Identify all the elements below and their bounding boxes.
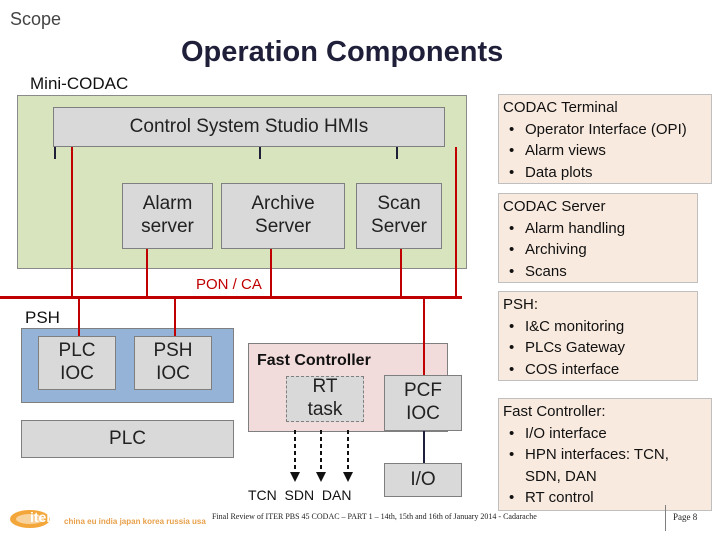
io-label: I/O <box>410 468 436 490</box>
note-item: Archiving <box>503 239 697 261</box>
mini-codac-label: Mini-CODAC <box>30 74 129 93</box>
codac-server-note: CODAC Server Alarm handling Archiving Sc… <box>498 193 698 283</box>
page-title: Operation Components <box>181 36 504 68</box>
codac-terminal-title: CODAC Terminal <box>503 99 618 116</box>
pcf-io-link <box>423 431 425 463</box>
hmi-link-middle <box>259 147 261 159</box>
plc-ioc-drop <box>78 299 80 336</box>
note-item: HPN interfaces: TCN, SDN, DAN <box>503 444 711 487</box>
codac-terminal-note: CODAC Terminal Operator Interface (OPI) … <box>498 94 712 184</box>
footer-text: Final Review of ITER PBS 45 CODAC – PART… <box>212 512 537 521</box>
partner-list: china eu india japan korea russia usa <box>64 517 206 526</box>
pon-ca-bus <box>0 296 462 299</box>
note-item: Operator Interface (OPI) <box>503 119 711 141</box>
control-system-studio-hmis: Control System Studio HMIs <box>53 107 445 147</box>
fast-controller-note: Fast Controller: I/O interface HPN inter… <box>498 398 712 511</box>
note-item: PLCs Gateway <box>503 337 697 359</box>
fast-controller-note-title: Fast Controller: <box>503 403 606 420</box>
note-item: COS interface <box>503 359 697 381</box>
alarm-server-label: Alarm server <box>141 193 194 237</box>
pon-ca-label: PON / CA <box>196 276 262 293</box>
note-item: Alarm views <box>503 140 711 162</box>
scan-drop <box>400 249 402 298</box>
archive-drop <box>270 249 272 298</box>
fast-controller-label: Fast Controller <box>257 352 371 369</box>
iter-logo-mark <box>10 510 50 528</box>
archive-server-label: Archive Server <box>251 193 315 237</box>
alarm-drop <box>146 249 148 298</box>
pcf-ioc: PCF IOC <box>384 375 462 431</box>
scan-server: Scan Server <box>356 183 442 249</box>
io-box: I/O <box>384 463 462 497</box>
pcf-ioc-drop <box>423 299 425 375</box>
rt-task: RT task <box>286 376 364 422</box>
psh-label: PSH <box>25 308 60 327</box>
psh-ioc-label: PSH IOC <box>153 340 193 384</box>
plc-label: PLC <box>109 427 146 449</box>
alarm-server: Alarm server <box>122 183 213 249</box>
note-item: Alarm handling <box>503 218 697 240</box>
psh-ioc: PSH IOC <box>134 336 212 390</box>
note-item: I/O interface <box>503 423 711 445</box>
hmi-drop-left <box>71 147 73 298</box>
note-item: Data plots <box>503 162 711 184</box>
page-number: Page 8 <box>673 512 698 522</box>
rt-task-label: RT task <box>307 376 343 420</box>
plc-box: PLC <box>21 420 234 458</box>
plc-ioc: PLC IOC <box>38 336 116 390</box>
hmi-drop-right <box>455 147 457 298</box>
codac-server-title: CODAC Server <box>503 198 606 215</box>
scan-server-label: Scan Server <box>371 193 427 237</box>
psh-note-title: PSH: <box>503 296 539 313</box>
psh-note: PSH: I&C monitoring PLCs Gateway COS int… <box>498 291 698 381</box>
psh-ioc-drop <box>174 299 176 336</box>
pcf-ioc-label: PCF IOC <box>404 380 442 424</box>
note-item: I&C monitoring <box>503 316 697 338</box>
note-item: RT control <box>503 487 711 509</box>
plc-ioc-label: PLC IOC <box>58 340 96 384</box>
hmi-link-right <box>396 147 398 159</box>
archive-server: Archive Server <box>221 183 345 249</box>
network-labels: TCN SDN DAN <box>248 487 352 503</box>
note-item: Scans <box>503 261 697 283</box>
iter-logo-text: iter <box>30 509 52 525</box>
footer-divider <box>665 505 666 531</box>
network-arrows <box>290 430 353 482</box>
css-hmi-label: Control System Studio HMIs <box>129 115 369 137</box>
iter-logo: iter <box>8 505 58 529</box>
scope-label: Scope <box>10 9 62 29</box>
hmi-link-left <box>54 147 56 159</box>
